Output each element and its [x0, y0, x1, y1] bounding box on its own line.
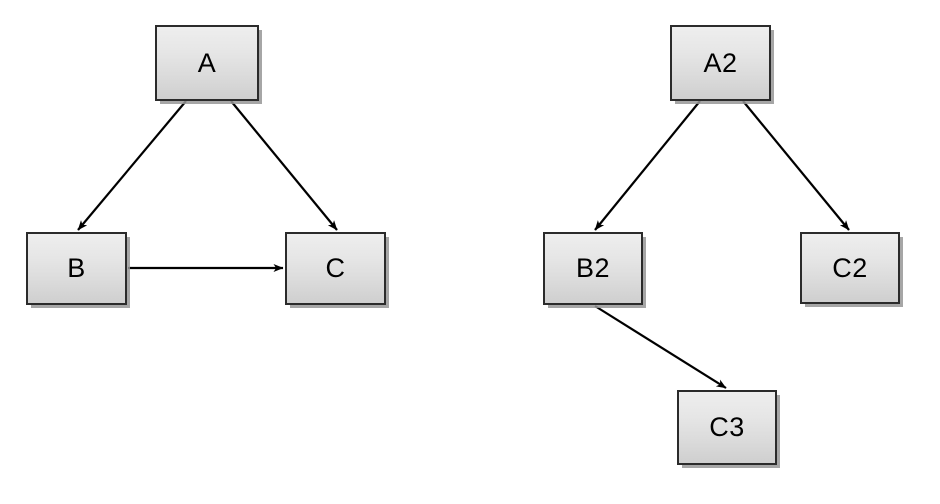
node-label: C2 [832, 252, 868, 283]
node-b[interactable]: B [26, 232, 127, 305]
node-c2[interactable]: C2 [800, 232, 900, 304]
node-label: A2 [703, 47, 738, 78]
node-a2[interactable]: A2 [670, 25, 771, 101]
edge-b2-to-c3[interactable] [594, 305, 727, 389]
node-label: C [325, 253, 346, 283]
node-c3[interactable]: C3 [677, 390, 777, 465]
edge-a-to-c[interactable] [230, 100, 338, 231]
node-label: B2 [575, 253, 611, 283]
edge-a2-to-c2[interactable] [742, 100, 850, 231]
edge-a-to-b[interactable] [77, 100, 187, 231]
edge-a2-to-b2[interactable] [594, 100, 701, 231]
node-label: B [67, 253, 86, 283]
node-label: A [197, 47, 217, 78]
edges-group [77, 100, 850, 389]
node-a[interactable]: A [155, 25, 259, 101]
node-b2[interactable]: B2 [543, 232, 643, 305]
node-label: C3 [709, 412, 745, 442]
node-c[interactable]: C [285, 232, 386, 305]
